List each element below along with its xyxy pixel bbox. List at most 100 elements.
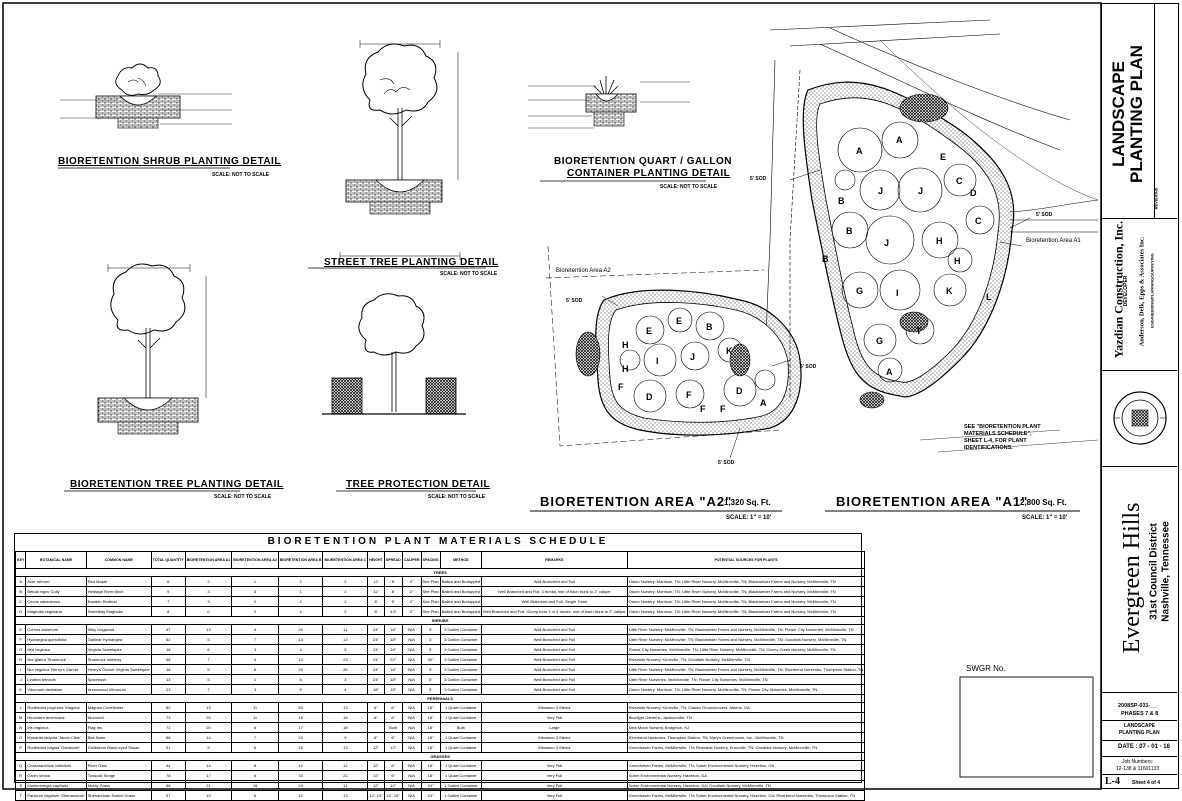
shrub-detail-scale: SCALE: NOT TO SCALE	[212, 172, 270, 178]
schedule-cell: N/A	[401, 624, 422, 635]
street-detail-title: STREET TREE PLANTING DETAIL	[324, 257, 499, 268]
schedule-cell: N/A	[401, 674, 422, 685]
schedule-cell: 3	[184, 596, 233, 607]
schedule-cell: 18"	[420, 702, 441, 713]
schedule-cell: 24	[277, 780, 324, 791]
schedule-cell: 4	[231, 624, 279, 635]
svg-text:C: C	[975, 216, 982, 226]
schedule-cell: Carex stricta	[25, 770, 87, 781]
schedule-cell: Itea virginica	[25, 644, 87, 655]
svg-text:B: B	[838, 196, 845, 206]
schedule-cell: Sober Environmental Nursery, Hazelton, G…	[626, 770, 866, 781]
schedule-cell: 24"	[367, 644, 385, 655]
schedule-cell: Viburnum dentatum	[25, 684, 87, 695]
schedule-cell: 4	[277, 644, 324, 655]
schedule-header-cell: SPACING	[420, 551, 441, 569]
schedule-cell: 18"	[420, 722, 441, 733]
schedule-cell: 3 Gallon Container	[439, 654, 483, 665]
schedule-cell: Flag Iris	[85, 722, 152, 733]
schedule-cell: 5'	[420, 684, 441, 695]
schedule-cell: Bluelight Gardens, Jacksonville, TN	[626, 712, 866, 723]
svg-text:A: A	[856, 146, 863, 156]
schedule-cell: N/A	[401, 770, 422, 781]
schedule-cell: N/A	[401, 712, 422, 723]
schedule-cell: Odom Nursery, Morrison, TN; Little River…	[626, 606, 866, 617]
schedule-cell: 18	[277, 712, 324, 723]
schedule-cell: 13	[322, 634, 369, 645]
schedule-cell: Bulb	[439, 722, 483, 733]
schedule-cell: 6"	[367, 702, 385, 713]
svg-text:E: E	[940, 152, 946, 162]
schedule-group-row: SHRUBS	[14, 616, 866, 625]
schedule-cell: Well Branched and Full	[481, 634, 628, 645]
schedule-cell: 14	[184, 760, 233, 771]
schedule-cell: 15	[231, 780, 279, 791]
schedule-cell: M	[14, 712, 27, 723]
schedule-cell: Muhlenbergia capillaris	[25, 780, 87, 791]
schedule-cell: 15"	[383, 684, 403, 695]
schedule-cell: N	[14, 722, 27, 733]
schedule-cell: E	[14, 624, 27, 635]
schedule-cell: 10"	[383, 780, 403, 791]
schedule-cell: 4	[322, 684, 369, 695]
title-block: LANDSCAPE PLANTING PLAN REVISIONS Yazdia…	[1101, 3, 1179, 789]
schedule-cell: 22	[322, 770, 369, 781]
schedule-cell: Silky Dogwood	[85, 624, 152, 635]
schedule-cell: 44	[150, 760, 186, 771]
schedule-cell: 7	[184, 654, 233, 665]
schedule-cell: 5'	[420, 644, 441, 655]
schedule-cell: 52	[150, 634, 186, 645]
sod-label-3: 5' SOD	[566, 298, 583, 304]
schedule-cell: 53	[277, 702, 324, 713]
schedule-cell: 12"	[383, 742, 403, 753]
schedule-cell: Very Full	[481, 790, 628, 801]
schedule-cell: 24"	[367, 634, 385, 645]
area-a1-size: 2,800 Sq. Ft.	[1020, 498, 1067, 507]
sheet-of: Sheet 4 of 4	[1132, 780, 1161, 786]
schedule-cell: Henry's Garnet Virginia Sweetspire	[85, 664, 152, 675]
svg-text:L: L	[986, 292, 992, 302]
schedule-cell: 4.5'	[383, 606, 403, 617]
svg-text:G: G	[876, 336, 883, 346]
schedule-cell: Bee Balm	[85, 732, 152, 743]
schedule-cell: 48	[150, 654, 186, 665]
schedule-cell: Riverbend Nurseries, Thompson Station, T…	[626, 732, 866, 743]
schedule-header-cell: REMARKS	[481, 551, 628, 569]
schedule-cell: 24"	[420, 790, 441, 801]
schedule-header-cell: KEY	[14, 551, 27, 569]
sod-label-1: 5' SOD	[750, 176, 767, 182]
schedule-cell: Goldsturm Black-eyed Susan	[85, 742, 152, 753]
schedule-cell: 3 Gallon Container	[439, 684, 483, 695]
schedule-cell: J	[14, 674, 27, 685]
street-detail-scale: SCALE: NOT TO SCALE	[440, 271, 498, 277]
schedule-cell: 5	[322, 644, 369, 655]
schedule-cell: 11	[231, 712, 279, 723]
schedule-cell: Bulb	[383, 722, 403, 733]
schedule-cell: 7	[150, 596, 186, 607]
schedule-group-row: PERENNIALS	[14, 694, 866, 703]
svg-text:B: B	[846, 226, 853, 236]
schedule-cell: Betula nigra 'Cully'	[25, 586, 87, 597]
schedule-cell: N/A	[401, 732, 422, 743]
schedule-cell: 5'	[420, 624, 441, 635]
schedule-header-cell: BIORETENTION AREA B	[277, 551, 324, 569]
schedule-cell: 20	[277, 732, 324, 743]
schedule-cell: 18"	[420, 732, 441, 743]
schedule-cell: C	[14, 596, 27, 607]
schedule-cell: Spicebush	[85, 674, 152, 685]
sod-label-4: 5' SOD	[800, 364, 817, 370]
schedule-cell: 8	[150, 606, 186, 617]
schedule-cell: 16	[322, 712, 369, 723]
schedule-cell: 13	[150, 674, 186, 685]
schedule-cell: 17	[277, 722, 324, 733]
schedule-cell: 6"	[383, 712, 403, 723]
schedule-cell: 24"	[367, 674, 385, 685]
case-number: 2008SP-031-__	[1118, 703, 1157, 709]
schedule-cell: Arrowwood Viburnum	[85, 684, 152, 695]
sod-label-2: 5' SOD	[1036, 212, 1053, 218]
schedule-cell: Well Branched and Full	[481, 624, 628, 635]
